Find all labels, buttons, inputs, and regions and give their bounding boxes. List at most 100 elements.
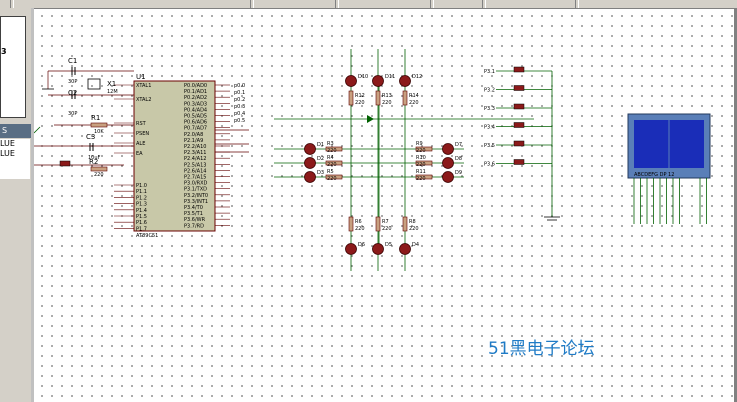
push-button[interactable] (513, 85, 525, 91)
resistor-bottom-ref: R6 (355, 219, 362, 225)
led-top[interactable] (345, 75, 357, 87)
button-net-label: P3.1 (484, 69, 495, 75)
seven-seg-display[interactable]: ABCDEFG DP 12 (627, 113, 711, 224)
crystal-ref: X1 (107, 80, 116, 88)
resistor-right-ref: R10 (416, 155, 426, 161)
resistor-r2-ref: R2 (89, 158, 98, 166)
resistor-left-value: 220 (327, 162, 337, 168)
button-net-label: P3.4 (484, 125, 495, 131)
resistor-right-value: 220 (416, 148, 426, 154)
led-bottom[interactable] (372, 243, 384, 255)
resistor-top[interactable] (375, 90, 381, 106)
resistor-bottom[interactable] (375, 216, 381, 232)
led-left[interactable] (304, 143, 316, 155)
mcu-pin-label: P1.4 (136, 208, 147, 214)
push-button[interactable] (513, 159, 525, 165)
mcu-pin-label: P1.3 (136, 202, 147, 208)
mcu-pin-label: P3.5/T1 (184, 211, 203, 217)
mcu-pin-label: EA (136, 151, 143, 157)
panel-scrollbar[interactable] (31, 8, 34, 402)
led-right[interactable] (442, 157, 454, 169)
net-label: p0.0 (234, 83, 245, 89)
push-button[interactable] (513, 140, 525, 147)
mcu-pin-label: RST (136, 121, 147, 127)
device-list-header[interactable]: S (0, 124, 32, 138)
mcu-u1[interactable]: U1 AT89C51 XTAL1XTAL2RSTPSENALEEAP1.0P1.… (114, 73, 230, 239)
resistor-right[interactable] (415, 174, 433, 180)
mcu-pin-label: P2.0/A8 (184, 132, 203, 138)
led-top[interactable] (399, 75, 411, 87)
resistor-top-ref: R14 (409, 93, 419, 99)
net-label: p0.1 (234, 90, 245, 96)
led-bottom-ref: D5 (385, 242, 392, 248)
button-net-label: P3.5 (484, 143, 495, 149)
mcu-pin-label: P3.6/WR (184, 217, 206, 223)
resistor-top[interactable] (348, 90, 354, 106)
device-list-item[interactable]: LUE (0, 139, 15, 148)
crystal-x1[interactable] (87, 78, 101, 90)
led-right[interactable] (442, 171, 454, 183)
cap-c2-ref: C2 (68, 89, 77, 97)
mcu-pin-label: P0.7/AD7 (184, 126, 207, 132)
resistor-left-ref: R3 (327, 141, 334, 147)
device-list-item[interactable]: LUE (0, 149, 15, 158)
resistor-bottom-value: 220 (382, 226, 392, 232)
led-top[interactable] (372, 75, 384, 87)
led-left-ref: D1 (317, 142, 324, 148)
toolbar-separator (482, 0, 486, 8)
resistor-r2[interactable] (90, 166, 108, 172)
push-button[interactable] (513, 122, 525, 128)
resistor-left-ref: R5 (327, 169, 334, 175)
mcu-pin-label: P2.4/A12 (184, 156, 206, 162)
mcu-pin-label: P3.3/INT1 (184, 199, 208, 205)
canvas-right-frame (734, 9, 737, 402)
mcu-right-pins: P0.0/AD0P0.1/AD1P0.2/AD2P0.3/AD3P0.4/AD4… (184, 83, 230, 229)
led-bottom-ref: D4 (412, 242, 419, 248)
mcu-pin-label: P2.6/A14 (184, 168, 206, 174)
resistor-left[interactable] (325, 174, 343, 180)
oscillator-circuit[interactable]: X1 12M C1 30P C2 30P (42, 57, 134, 117)
toolbar-separator (430, 0, 434, 8)
led-bottom[interactable] (345, 243, 357, 255)
led-left[interactable] (304, 157, 316, 169)
resistor-bottom[interactable] (348, 216, 354, 232)
resistor-top[interactable] (402, 90, 408, 106)
resistor-bottom[interactable] (402, 216, 408, 232)
resistor-left[interactable] (325, 160, 343, 166)
push-button[interactable] (513, 103, 525, 110)
mcu-pin-label: P0.4/AD4 (184, 107, 207, 113)
mcu-pin-label: P2.5/A13 (184, 162, 206, 168)
resistor-right[interactable] (415, 160, 433, 166)
button-net-label: P3.3 (484, 106, 495, 112)
led-left[interactable] (304, 171, 316, 183)
mcu-pin-label: P1.7 (136, 226, 147, 232)
device-list[interactable]: LUE LUE (0, 139, 30, 179)
led-bottom[interactable] (399, 243, 411, 255)
mcu-pin-label: P0.1/AD1 (184, 89, 207, 95)
resistor-top-value: 220 (382, 100, 392, 106)
mcu-body (133, 80, 216, 232)
reset-circuit[interactable]: R1 10K C3 10uF R2 220 (34, 114, 134, 178)
overview-window[interactable]: 3 (0, 16, 26, 118)
net-label: p0.2 (234, 97, 245, 103)
mcu-pin-label: P3.2/INT0 (184, 193, 208, 199)
resistor-r1[interactable] (90, 122, 108, 128)
schematic-sheet: U1 AT89C51 XTAL1XTAL2RSTPSENALEEAP1.0P1.… (34, 49, 711, 271)
resistor-left[interactable] (325, 146, 343, 152)
mcu-pin-label: P1.0 (136, 183, 147, 189)
cap-c1-ref: C1 (68, 57, 77, 65)
button-net-label: P3.6 (484, 162, 495, 168)
led-right-ref: D7 (455, 142, 462, 148)
push-button[interactable] (513, 66, 525, 73)
resistor-right[interactable] (415, 146, 433, 152)
resistor-right-value: 220 (416, 176, 426, 182)
reset-button[interactable] (59, 160, 71, 167)
resistor-top-value: 220 (355, 100, 365, 106)
led-right[interactable] (442, 143, 454, 155)
mcu-pin-label: P0.5/AD5 (184, 114, 207, 120)
led-top-ref: D11 (385, 74, 395, 80)
preview-mark: 3 (1, 47, 7, 56)
